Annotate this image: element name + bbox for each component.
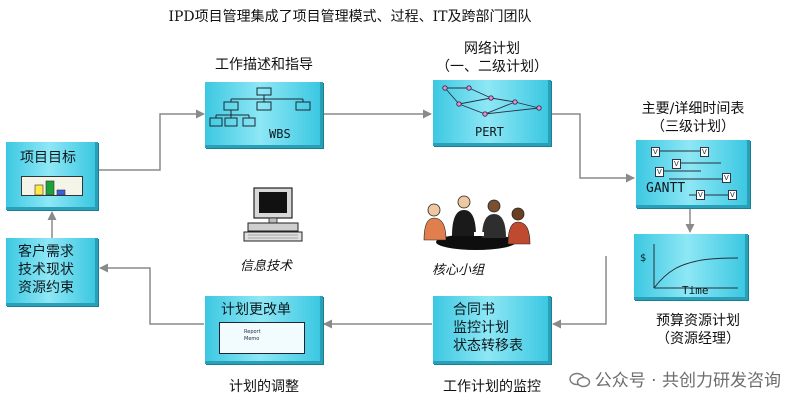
monitoring-box: 合同书 监控计划 状态转移表	[433, 296, 551, 364]
bar-chart-icon	[21, 176, 83, 196]
gantt-bars-icon	[655, 150, 735, 196]
gantt-caption-line2: （三级计划）	[651, 119, 735, 135]
it-label: 信息技术	[240, 259, 293, 274]
change-label: 计划更改单	[221, 302, 291, 318]
gantt-mark-3: V	[672, 159, 681, 169]
wechat-icon	[569, 372, 590, 388]
change-doc-line2: Memo	[244, 336, 260, 342]
gantt-mark-4: V	[655, 167, 664, 177]
computer-icon	[243, 187, 303, 242]
monitoring-caption: 工作计划的监控	[443, 379, 541, 395]
budget-axis-x: Time	[682, 284, 709, 297]
monitoring-line1: 合同书	[453, 302, 495, 318]
change-doc-line1: Report	[244, 329, 261, 335]
customer-line3: 资源约束	[18, 280, 74, 296]
pert-box: PERT	[433, 80, 551, 146]
gantt-label: GANTT	[646, 181, 686, 196]
core-team-label: 核心小组	[432, 263, 485, 278]
team-meeting-icon	[423, 195, 531, 250]
wbs-box: WBS	[205, 82, 323, 148]
gantt-mark-6: V	[696, 190, 705, 200]
project-goal-box: 项目目标	[6, 142, 98, 210]
monitoring-line3: 状态转移表	[453, 338, 523, 354]
diagram-title: IPD项目管理集成了项目管理模式、过程、IT及跨部门团队	[168, 9, 532, 25]
gantt-mark-7: V	[728, 190, 737, 200]
project-goal-label: 项目目标	[20, 150, 76, 166]
gantt-mark-1: V	[651, 147, 660, 157]
budget-axis-y: $	[640, 253, 647, 264]
budget-box: $ Time	[634, 234, 748, 300]
arrow-budget-to-monitor	[552, 256, 607, 329]
monitoring-line2: 监控计划	[453, 320, 509, 336]
change-form-icon: Report Memo	[219, 322, 305, 354]
arrow-change-to-customer	[99, 263, 204, 325]
watermark: 公众号 · 共创力研发咨询	[569, 366, 781, 391]
budget-caption-line2: （资源经理）	[656, 331, 740, 347]
customer-line2: 技术现状	[18, 262, 74, 278]
pert-label: PERT	[475, 125, 504, 139]
gantt-caption-line1: 主要/详细时间表	[641, 101, 745, 117]
gantt-mark-2: V	[700, 147, 709, 157]
customer-box: 客户需求 技术现状 资源约束	[6, 238, 98, 306]
pert-caption-line1: 网络计划	[464, 41, 520, 57]
watermark-text: 公众号 · 共创力研发咨询	[594, 371, 781, 391]
network-diagram-icon	[442, 85, 542, 117]
wbs-caption: 工作描述和指导	[215, 57, 313, 73]
customer-line1: 客户需求	[18, 244, 74, 260]
wbs-label: WBS	[269, 127, 291, 141]
gantt-mark-5: V	[722, 173, 731, 183]
change-caption: 计划的调整	[229, 379, 299, 395]
pert-caption-line2: （一、二级计划）	[436, 59, 548, 75]
change-box: 计划更改单 Report Memo	[205, 296, 323, 364]
budget-curve-icon	[653, 244, 739, 289]
org-chart-icon	[209, 87, 311, 127]
budget-caption-line1: 预算资源计划	[656, 313, 740, 329]
arrow-goal-to-wbs	[96, 109, 205, 171]
arrow-pert-to-gantt	[552, 113, 635, 183]
gantt-box: V V V V V V V GANTT	[636, 140, 750, 208]
